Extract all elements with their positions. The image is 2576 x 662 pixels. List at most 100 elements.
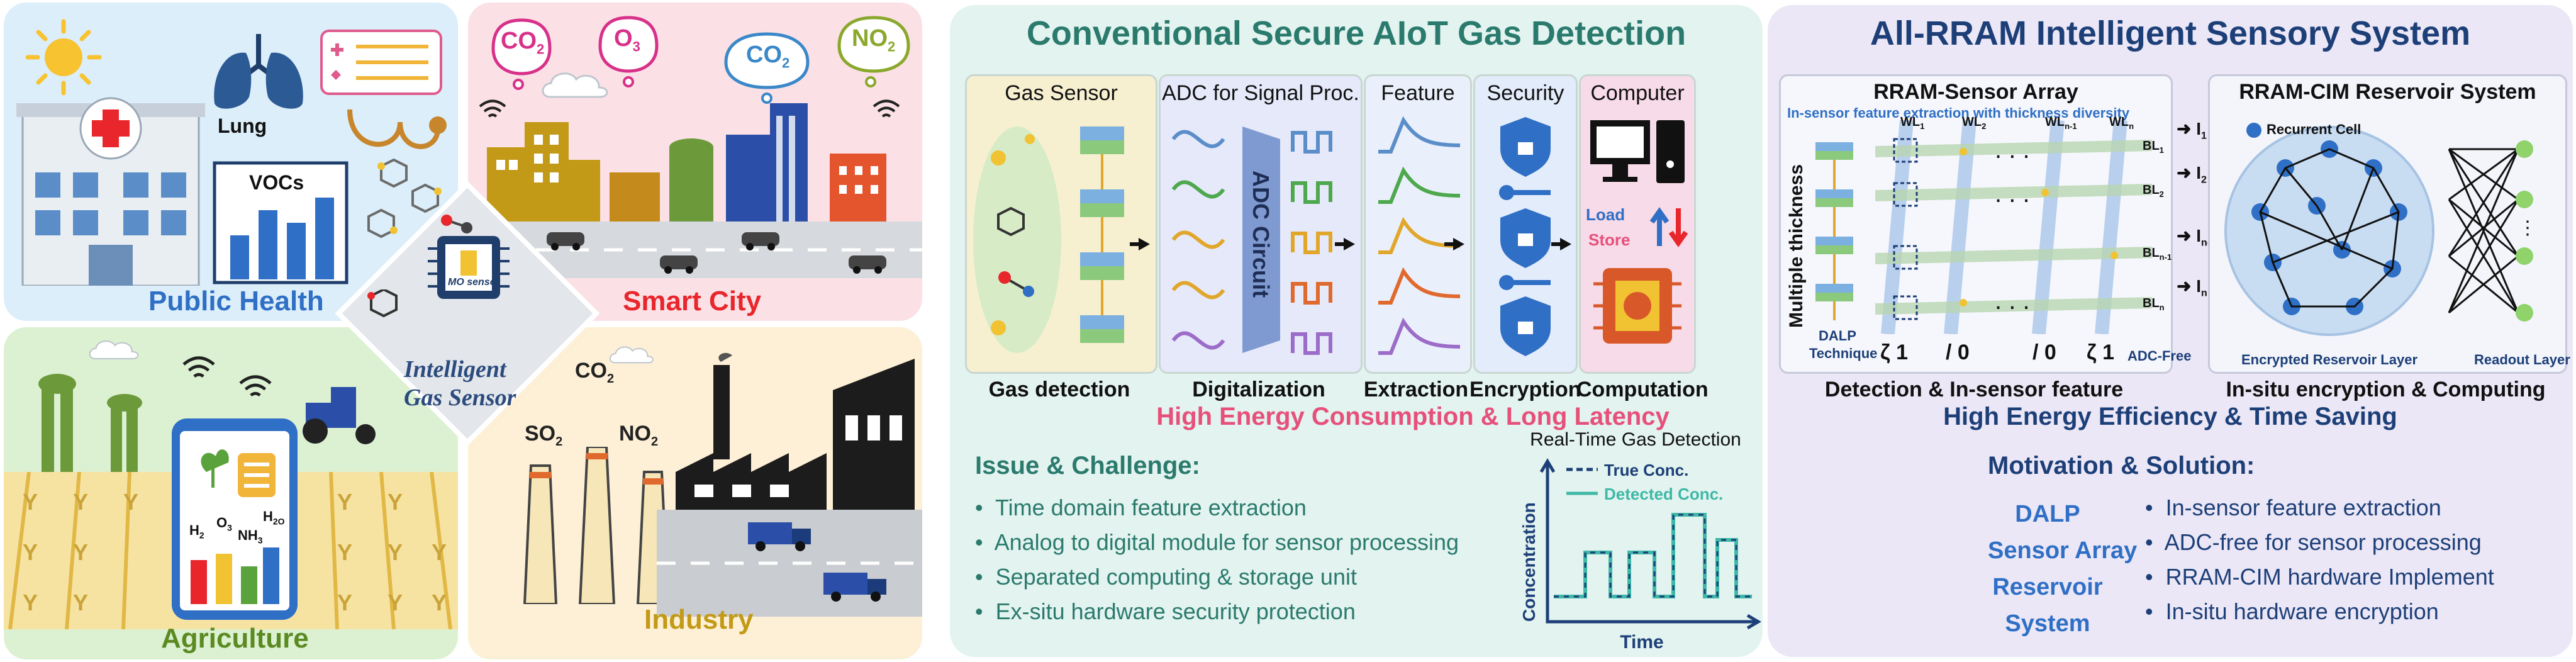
stage-label: Encryption: [1469, 378, 1581, 401]
svg-text:Y: Y: [123, 489, 138, 515]
agriculture-label: Agriculture: [161, 623, 309, 654]
car-icon: [849, 255, 886, 274]
stage-label: Digitalization: [1192, 378, 1325, 401]
chimney-icon: [523, 447, 670, 604]
silo-icon: [38, 374, 142, 485]
reservoir-bottom-label: In-situ encryption & Computing: [2226, 378, 2546, 401]
tractor-icon: [303, 387, 376, 444]
phone-gas-h2o: H2O: [263, 508, 285, 527]
medical-chart-icon: [320, 30, 442, 95]
svg-text:Y: Y: [388, 539, 403, 565]
svg-text:Y: Y: [337, 590, 352, 615]
co2-bubble-icon: [724, 32, 810, 104]
solution-item: • In-situ hardware encryption: [2145, 598, 2439, 624]
svg-text:. . .: . . .: [1995, 180, 2030, 208]
stage-title: Security: [1486, 81, 1564, 105]
phone-gas-o3: O3: [216, 515, 232, 533]
technique-label: Technique: [1809, 345, 1878, 361]
sun-icon: [25, 19, 102, 96]
no2-gas-text: NO2: [619, 422, 659, 449]
public-health-quadrant: Lung VOCs: [4, 3, 458, 321]
gas-sensor-icon: [973, 126, 1124, 353]
solution-item: • In-sensor feature extraction: [2145, 495, 2441, 520]
stage-feature: Feature: [1364, 74, 1472, 374]
cloud-icon: [89, 340, 139, 360]
mo-sensor-label: MO sensor: [448, 277, 500, 288]
conventional-panel: Conventional Secure AIoT Gas Detection G…: [950, 5, 1763, 657]
o3-bubble-text: O3: [614, 25, 640, 55]
legend-detected: Detected Conc.: [1604, 485, 1723, 503]
dalp-block-line: DALP: [2015, 501, 2080, 527]
mo-sensor-chip-icon: [428, 236, 510, 299]
truck-icon: [748, 522, 811, 551]
no2-bubble-text: NO2: [852, 25, 896, 55]
svg-text:Y: Y: [23, 590, 38, 615]
svg-text:Y: Y: [337, 489, 352, 515]
issue-title: Issue & Challenge:: [975, 452, 1200, 480]
current-label: ➜ I1: [2177, 119, 2207, 142]
stethoscope-icon: [347, 109, 447, 149]
lung-label: Lung: [218, 115, 267, 137]
o3-bubble-icon: [598, 16, 659, 87]
stage-security: Security: [1473, 74, 1578, 374]
bl-label: BL1: [2143, 139, 2164, 155]
bottom-mark: ζ 1: [1880, 340, 1909, 364]
stage-title: ADC for Signal Proc.: [1162, 81, 1359, 105]
cloud-icon: [610, 346, 654, 364]
svg-text:Y: Y: [388, 590, 403, 615]
efficiency-banner: High Energy Efficiency & Time Saving: [1943, 403, 2397, 430]
stage-computer: Computer Load Store: [1579, 74, 1696, 374]
plot-axes: [1539, 458, 1761, 630]
wl-label: WL1: [1900, 115, 1925, 131]
phone-gas-h2: H2: [189, 522, 204, 541]
realtime-plot: Real-Time Gas Detection Concentration Ti…: [1519, 429, 1761, 653]
industry-quadrant: CO2 SO2 NO2 In: [468, 327, 922, 659]
solution-item: • RRAM-CIM hardware Implement: [2145, 564, 2494, 590]
recurrent-cell-label: Recurrent Cell: [2267, 121, 2361, 137]
stage-gas-sensor: Gas Sensor: [965, 74, 1157, 374]
dalp-block-line: System: [2005, 610, 2090, 637]
svg-text:Y: Y: [73, 590, 88, 615]
bottom-mark: / 0: [2032, 340, 2056, 364]
co2-bubble-text: CO2: [746, 42, 790, 71]
rram-title: All-RRAM Intelligent Sensory System: [1870, 14, 2471, 52]
dalp-block-line: Reservoir: [1992, 574, 2103, 600]
issue-item: • Separated computing & storage unit: [975, 564, 1357, 590]
processor-chip-icon: [1593, 268, 1681, 344]
array-subtitle: In-sensor feature extraction with thickn…: [1787, 105, 2130, 121]
wl-label: WLn-1: [2045, 115, 2077, 131]
current-label: ➜ In: [2177, 276, 2207, 299]
factory-icon: [676, 352, 915, 516]
store-label: Store: [1588, 230, 1631, 249]
wl-label: WL2: [1962, 115, 1987, 131]
current-label: ➜ I2: [2177, 163, 2207, 186]
bottom-mark: ζ 1: [2087, 340, 2115, 364]
wifi-icon: [479, 99, 506, 118]
bl-label: BLn-1: [2143, 246, 2172, 262]
detected-line: [1554, 513, 1752, 598]
svg-text:Y: Y: [73, 539, 88, 565]
stage-label: Gas detection: [988, 378, 1130, 401]
svg-text:Y: Y: [432, 539, 447, 565]
reservoir-box: RRAM-CIM Reservoir System ⋮: [2208, 74, 2570, 374]
hospital-icon: [16, 97, 205, 286]
co-bubble-text: CO2: [501, 28, 545, 57]
intelligent-label: Intelligent: [404, 356, 506, 383]
stage-adc: ADC for Signal Proc. ADC Circuit: [1159, 74, 1363, 374]
co-bubble-icon: [491, 18, 552, 90]
vocs-bar-icon: [213, 161, 348, 284]
cloud-icon: [542, 72, 608, 98]
encrypted-layer-label: Encrypted Reservoir Layer: [2241, 352, 2418, 367]
svg-text:. . .: . . .: [1995, 287, 2030, 315]
bl-label: BL2: [2143, 183, 2164, 199]
rram-stack-icon: [1815, 142, 1853, 320]
load-label: Load: [1586, 205, 1625, 224]
lung-icon: [214, 34, 303, 109]
dalp-block: DALP Sensor Array Reservoir System: [1988, 496, 2138, 642]
svg-text:Y: Y: [388, 489, 403, 515]
dalp-block-line: Sensor Array: [1988, 537, 2138, 564]
wifi-icon: [239, 375, 272, 397]
car-icon: [660, 255, 698, 274]
issue-item: • Time domain feature extraction: [975, 495, 1307, 520]
plot-xlabel: Time: [1620, 632, 1663, 653]
